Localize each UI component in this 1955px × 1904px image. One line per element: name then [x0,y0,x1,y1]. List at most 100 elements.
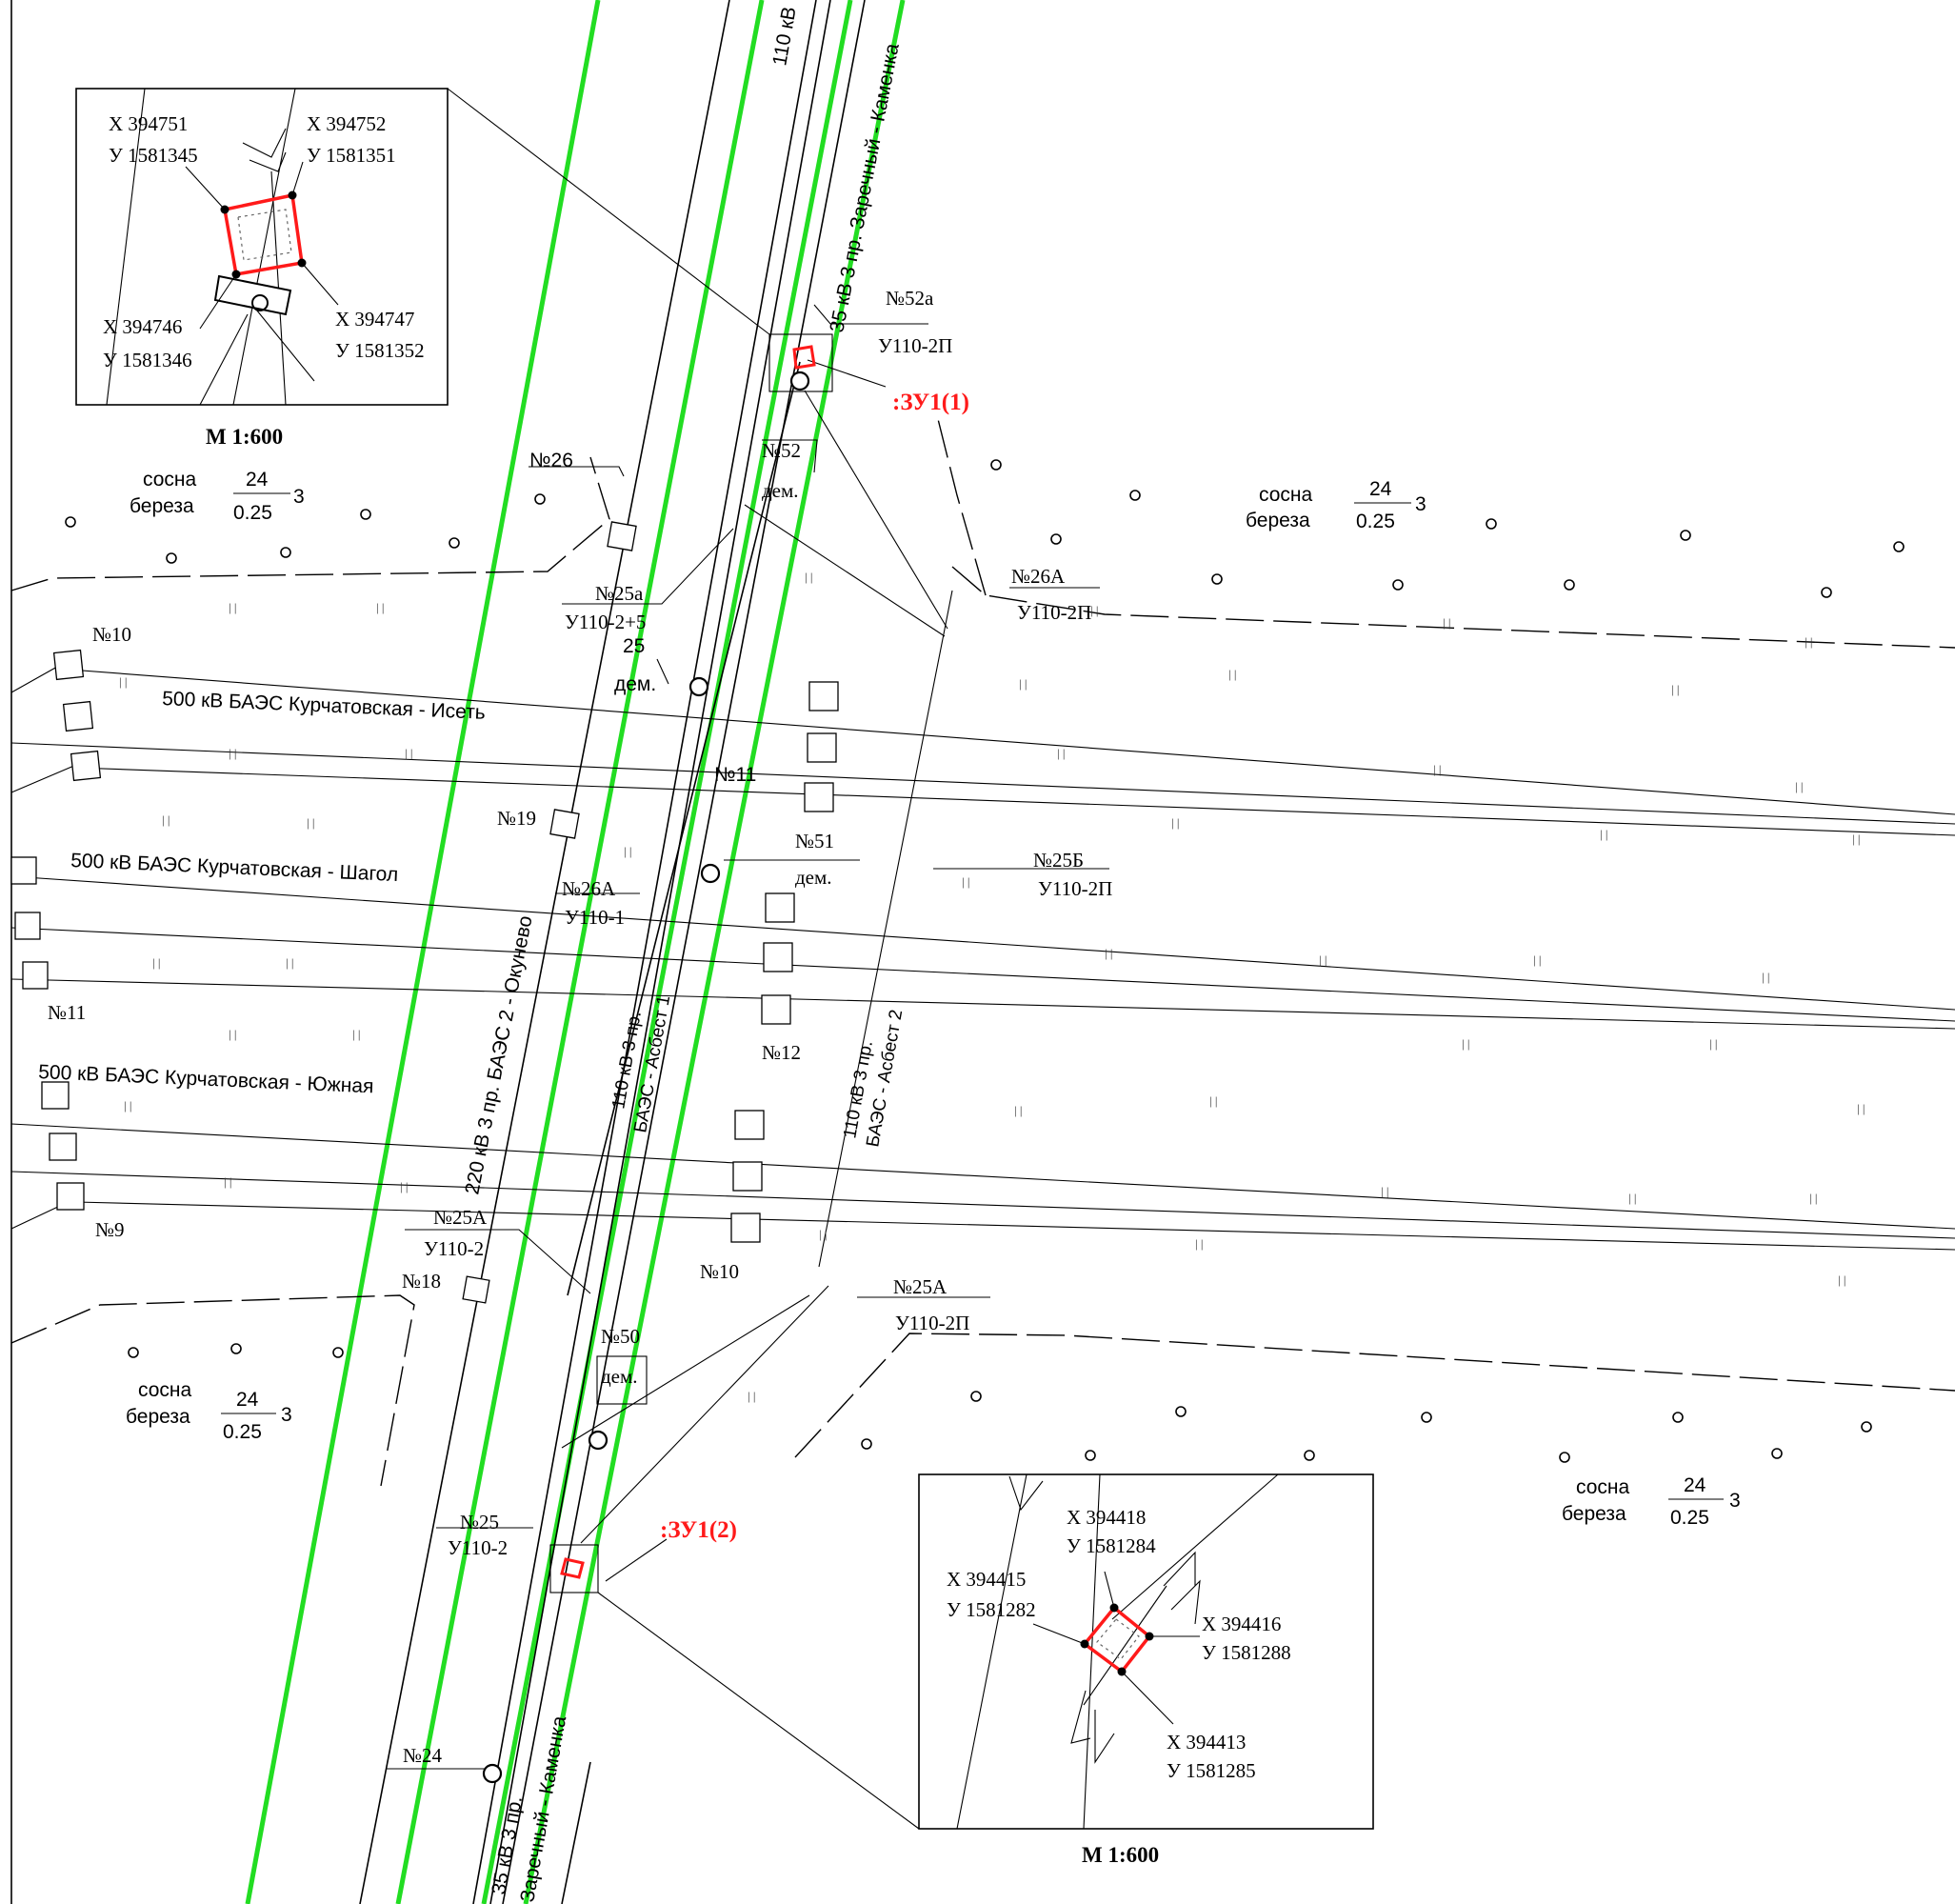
svg-text:№50: №50 [601,1325,640,1348]
svg-text:№25А: №25А [893,1275,948,1298]
inset-top-x1: Х 394751 [109,112,188,135]
line-110-top-label: 110 кВ [768,5,801,68]
svg-text:0.25: 0.25 [223,1421,262,1443]
svg-text:| |: | | [229,1027,236,1041]
svg-text:| |: | | [1809,1191,1817,1205]
svg-text:| |: | | [1014,1103,1022,1117]
svg-text:| |: | | [162,812,170,827]
svg-text:0.25: 0.25 [233,502,272,524]
svg-text:24: 24 [236,1389,259,1411]
svg-text:У110-2+5: У110-2+5 [565,611,646,633]
svg-text:| |: | | [286,955,293,970]
svg-text:| |: | | [1762,970,1769,984]
svg-text:| |: | | [229,746,236,760]
svg-text:| |: | | [352,1027,360,1041]
svg-text:| |: | | [1709,1036,1717,1051]
svg-text:№9: №9 [95,1218,125,1241]
svg-text:береза: береза [130,495,194,517]
inset-bottom-x3: Х 394416 [1202,1613,1281,1635]
inset-bottom-scale: М 1:600 [1082,1843,1159,1867]
svg-text:дем.: дем. [614,673,656,695]
svg-text:№25Б: №25Б [1033,849,1084,872]
inset-top-y4: У 1581352 [335,339,425,362]
svg-text:№26: №26 [529,450,573,471]
svg-text:| |: | | [1443,615,1450,630]
support-labels: №52а У110-2П №52 дем. №26 №25а У110-2+5 … [48,287,1112,1767]
inset-bottom: Х 394418 У 1581284 Х 394415 У 1581282 Х … [918,1473,1374,1830]
inset-bottom-y2: У 1581282 [947,1598,1036,1621]
svg-text:№12: №12 [762,1041,801,1064]
svg-text:У110-2П: У110-2П [895,1312,969,1334]
inset-top: Х 394751 У 1581345 Х 394752 У 1581351 Х … [75,88,449,406]
line-500-shagol-label: 500 кВ БАЭС Курчатовская - Шагол [70,850,399,886]
svg-text:| |: | | [805,570,812,584]
inset-bottom-x4: Х 394413 [1167,1731,1246,1754]
svg-text:№52: №52 [762,439,801,462]
svg-text:| |: | | [1857,1101,1865,1115]
svg-text:| |: | | [1628,1191,1636,1205]
svg-text:У110-2: У110-2 [448,1536,508,1559]
forest-label-3: сосна береза 24 0.25 3 [126,1379,292,1443]
svg-text:| |: | | [1671,682,1679,696]
svg-text:| |: | | [1852,832,1860,846]
svg-text:береза: береза [126,1406,190,1428]
svg-text:| |: | | [376,600,384,614]
vegetation-marks: | | | | | | | | | | | | | | | | | | | | | | | … [119,570,1865,1403]
svg-text:| |: | | [405,746,412,760]
svg-text:№25а: №25а [595,582,644,605]
svg-text:3: 3 [281,1404,292,1426]
svg-text:№11: №11 [714,764,756,786]
svg-text:дем.: дем. [601,1365,638,1388]
svg-text:| |: | | [1171,815,1179,830]
svg-text:| |: | | [152,955,160,970]
svg-text:| |: | | [1019,676,1027,691]
svg-text:У110-2П: У110-2П [878,334,952,357]
svg-text:№10: №10 [92,623,131,646]
inset-top-x3: Х 394746 [103,315,182,338]
inset-bottom-y4: У 1581285 [1167,1759,1256,1782]
svg-text:У110-2П: У110-2П [1038,877,1112,900]
inset-bottom-y3: У 1581288 [1202,1641,1291,1664]
inset-top-x4: Х 394747 [335,308,414,331]
line-500-yuzhnaya-label: 500 кВ БАЭС Курчатовская - Южная [38,1061,374,1097]
svg-text:| |: | | [119,674,127,689]
svg-text:| |: | | [1433,762,1441,776]
inset-top-y1: У 1581345 [109,144,198,167]
svg-text:24: 24 [246,469,269,491]
callout-lines [386,88,1109,1830]
forest-label-4: сосна береза 24 0.25 3 [1562,1474,1741,1529]
svg-text:дем.: дем. [762,479,799,502]
inset-top-x2: Х 394752 [307,112,386,135]
svg-text:№26А: №26А [562,877,616,900]
svg-text:| |: | | [1795,779,1803,793]
svg-text:24: 24 [1684,1474,1706,1496]
diagonal-power-lines [359,0,953,1904]
svg-text:| |: | | [624,844,631,858]
svg-text:| |: | | [124,1098,131,1112]
inset-top-y3: У 1581346 [103,349,192,371]
svg-text:3: 3 [1729,1490,1741,1512]
svg-text:№25: №25 [460,1511,499,1533]
svg-text:| |: | | [1805,634,1812,649]
svg-text:№25А: №25А [433,1206,488,1229]
svg-text:| |: | | [1381,1184,1388,1198]
svg-text:№10: №10 [700,1260,739,1283]
svg-text:| |: | | [229,600,236,614]
parcel-1-outline [792,345,816,370]
svg-text:| |: | | [1090,603,1098,617]
svg-text:25: 25 [623,635,645,657]
svg-text:| |: | | [962,874,969,889]
forest-boundaries [10,418,1955,1487]
inset-top-y2: У 1581351 [307,144,396,167]
svg-text:сосна: сосна [1576,1476,1630,1498]
svg-text:сосна: сосна [1259,484,1313,506]
inset-bottom-y1: У 1581284 [1067,1534,1156,1557]
svg-text:| |: | | [1228,667,1236,681]
svg-text:| |: | | [819,1227,827,1241]
svg-text:| |: | | [1319,952,1327,967]
svg-text:3: 3 [1415,493,1426,515]
forest-label-2: сосна береза 24 0.25 3 [1246,478,1426,532]
parcel-label-1: :ЗУ1(1) [892,390,969,415]
svg-text:№26А: №26А [1011,565,1066,588]
svg-text:У110-2П: У110-2П [1017,601,1091,624]
